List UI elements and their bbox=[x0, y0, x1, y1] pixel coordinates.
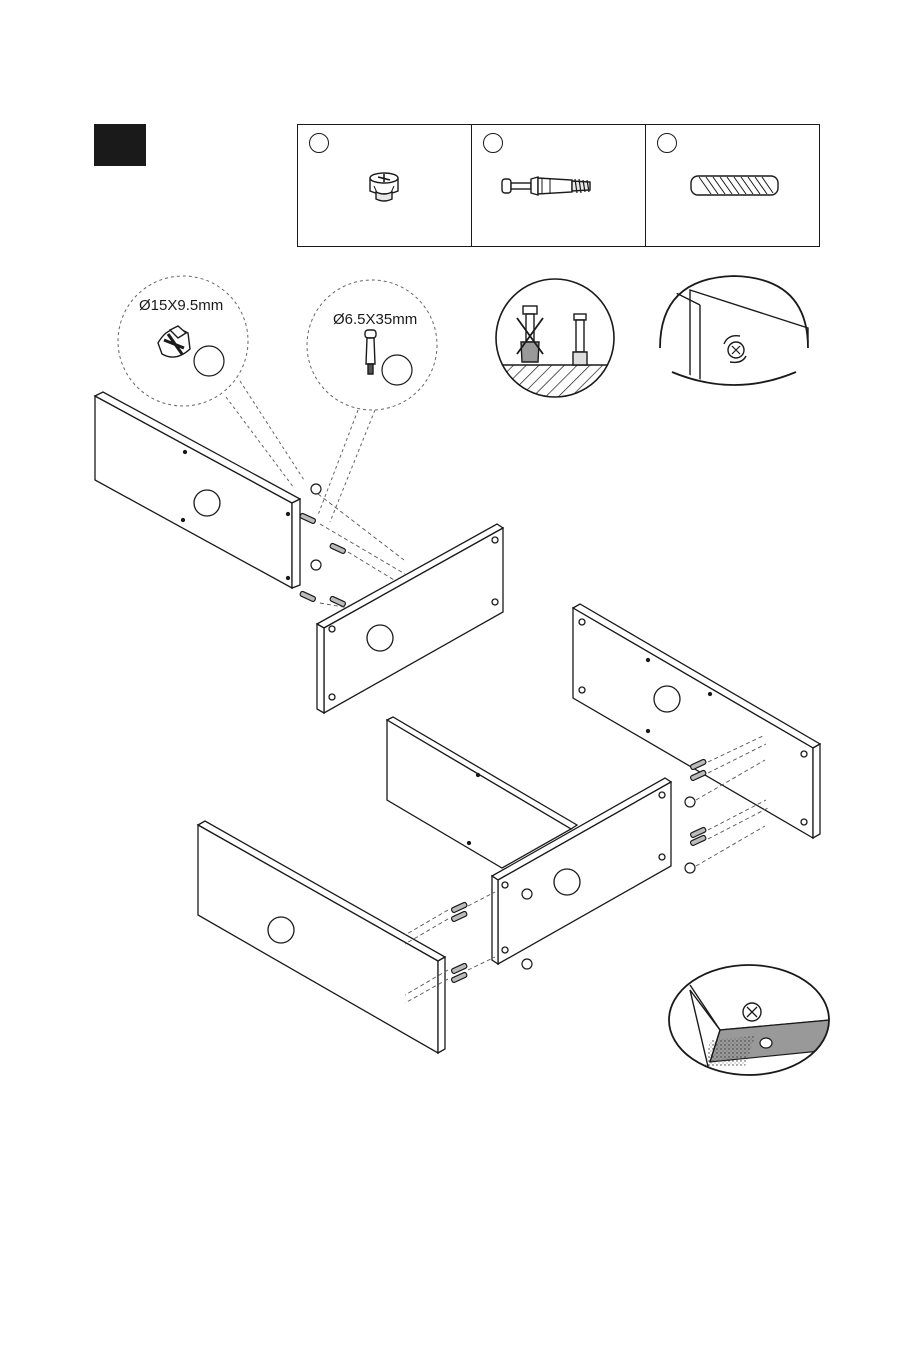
cam-bolt-callout-icon bbox=[365, 330, 376, 374]
panel-top-left bbox=[95, 392, 300, 588]
part-callout-circle bbox=[382, 355, 412, 385]
cam-lock-callout-icon bbox=[158, 326, 190, 357]
detail-edge-screw bbox=[669, 965, 830, 1075]
part-callout-circle bbox=[194, 346, 224, 376]
panel-number-circle bbox=[554, 869, 580, 895]
panel-back-right bbox=[573, 604, 820, 838]
panel-number-circle bbox=[194, 490, 220, 516]
cam-size-label: Ø15X9.5mm bbox=[139, 297, 223, 314]
panel-number-circle bbox=[654, 686, 680, 712]
detail-cam-rotation bbox=[660, 276, 808, 400]
bolt-size-label: Ø6.5X35mm bbox=[333, 311, 417, 328]
panel-number-circle bbox=[268, 917, 294, 943]
panel-number-circle bbox=[367, 625, 393, 651]
detail-correct-insertion bbox=[495, 279, 615, 405]
panel-front-left bbox=[198, 821, 445, 1053]
bolt-size-callout: Ø6.5X35mm bbox=[307, 280, 437, 522]
